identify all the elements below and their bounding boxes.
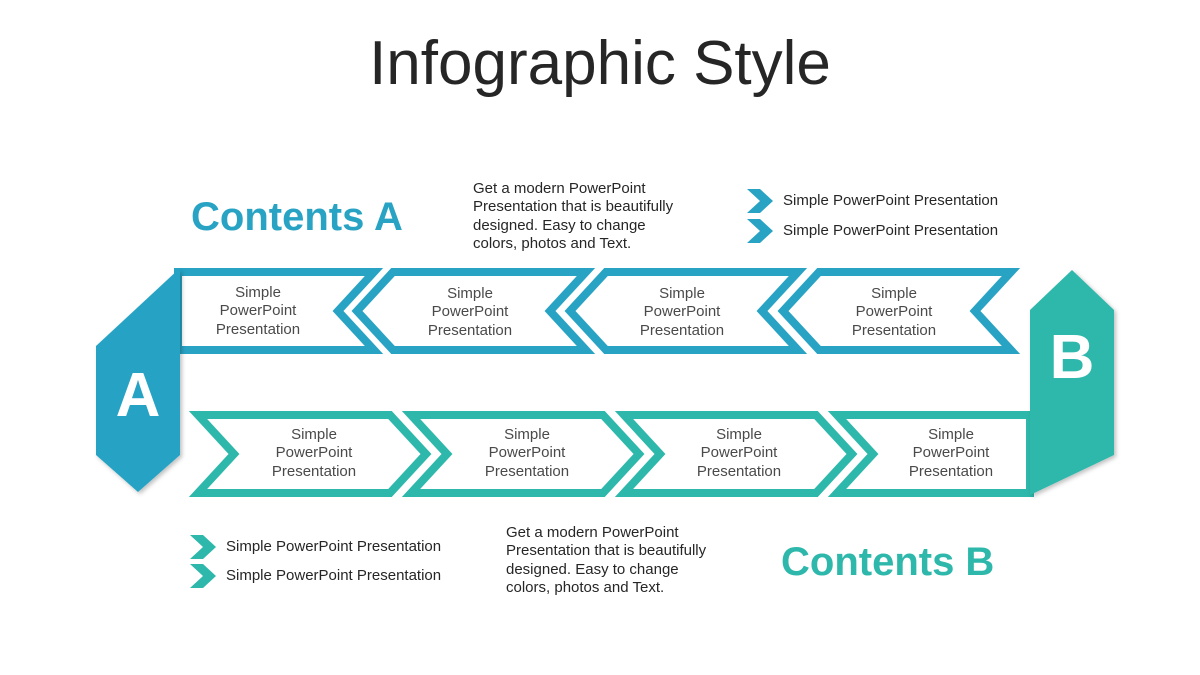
bottom-chevron-3-label: Simple PowerPoint Presentation [696,426,782,480]
bottom-chevron-1-label: Simple PowerPoint Presentation [271,426,357,480]
contents-a-bullet-2: Simple PowerPoint Presentation [783,222,999,239]
bottom-chevron-1 [188,411,432,497]
endpoint-b-label: B [1049,323,1095,392]
top-chevron-3-label: Simple PowerPoint Presentation [639,285,725,339]
chevron-icon [747,189,773,213]
top-chevron-2 [351,268,596,354]
contents-a-heading: Contents A [191,195,403,239]
top-chevron-2-label: Simple PowerPoint Presentation [427,285,513,339]
contents-b-description: Get a modern PowerPoint Presentation tha… [506,524,707,596]
top-chevron-4 [777,268,1021,354]
contents-b-heading: Contents B [781,540,995,584]
endpoint-b-shape [1030,270,1114,495]
chevron-icon [190,535,216,559]
bottom-chevron-3 [614,411,858,497]
top-chevron-4-label: Simple PowerPoint Presentation [851,285,937,339]
bottom-chevron-2-label: Simple PowerPoint Presentation [484,426,570,480]
top-chevron-3 [564,268,808,354]
endpoint-a-label: A [115,361,161,430]
bottom-chevron-2 [401,411,645,497]
top-chevron-1-label: Simple PowerPoint Presentation [215,284,301,338]
endpoint-a-shape [96,268,180,492]
contents-b-bullet-2: Simple PowerPoint Presentation [226,567,442,584]
bottom-chevron-4 [827,411,1034,497]
bottom-chevron-4-label: Simple PowerPoint Presentation [908,426,994,480]
chevron-icon [747,219,773,243]
contents-a-bullet-1: Simple PowerPoint Presentation [783,192,999,209]
chevron-icon [190,564,216,588]
page-title: Infographic Style [369,29,831,98]
contents-b-bullet-1: Simple PowerPoint Presentation [226,538,442,555]
contents-a-description: Get a modern PowerPoint Presentation tha… [473,180,674,252]
